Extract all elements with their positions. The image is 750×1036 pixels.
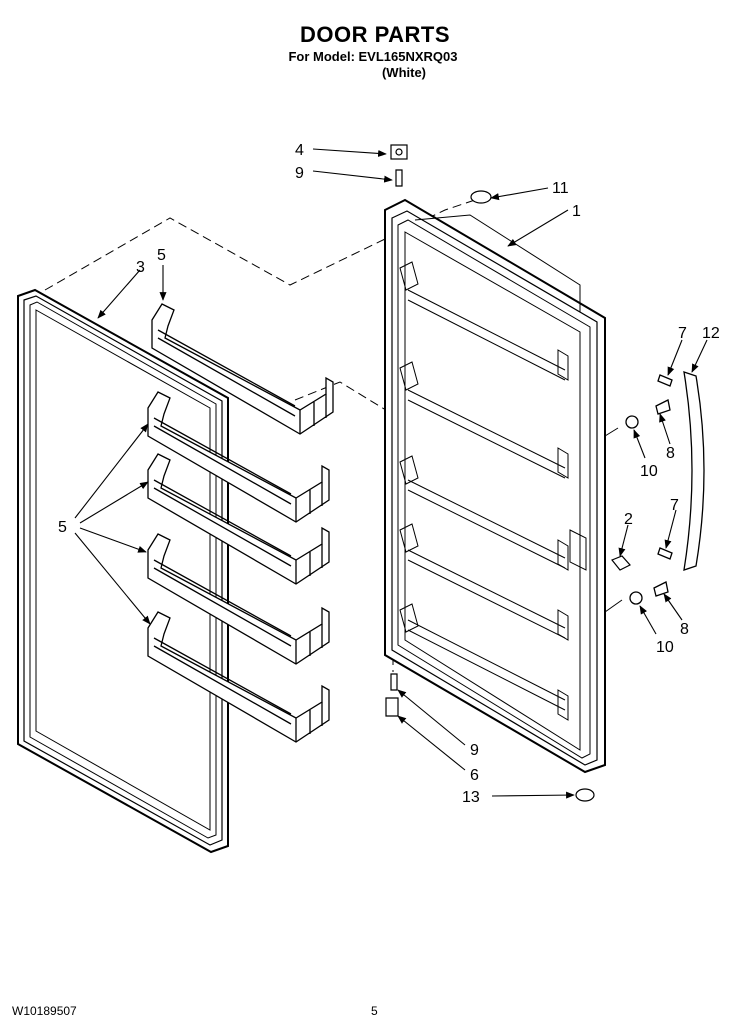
callout-10-bottom: 10 [656, 639, 674, 656]
door-bin [147, 453, 330, 585]
callout-11: 11 [552, 180, 569, 197]
handle-screws-bottom [653, 547, 673, 597]
callout-7-bottom: 7 [670, 497, 679, 514]
callout-5-group: 5 [58, 519, 67, 536]
leveler-part-13 [575, 788, 595, 802]
handle-stop-part-2 [611, 555, 631, 571]
handle-screws-top [655, 374, 673, 415]
spacer-top-part-10 [625, 415, 639, 429]
handle-mount-lines [604, 427, 623, 613]
door-handle-part-12 [683, 371, 705, 571]
hinge-bottom-part-6 [385, 697, 399, 717]
door-bins [147, 303, 334, 743]
door-bin [147, 533, 330, 665]
callout-5-top: 5 [157, 247, 166, 264]
callout-7-top: 7 [678, 325, 687, 342]
plug-part-11 [470, 190, 492, 204]
callout-9-bottom: 9 [470, 742, 479, 759]
callout-1: 1 [572, 203, 581, 220]
page-number: 5 [371, 1004, 378, 1018]
callout-3: 3 [136, 259, 145, 276]
leader-lines [74, 148, 708, 799]
callout-6: 6 [470, 767, 479, 784]
page-title: DOOR PARTS [299, 22, 451, 47]
callout-10-top: 10 [640, 463, 658, 480]
callout-12: 12 [702, 325, 720, 342]
hinge-pin-top-part-9 [395, 169, 403, 187]
callout-9-top: 9 [295, 165, 304, 182]
document-number: W10189507 [12, 1004, 77, 1018]
small-parts [385, 144, 631, 802]
callout-13: 13 [462, 789, 480, 806]
callout-labels: 4 9 11 1 3 5 5 7 12 8 10 2 7 8 10 9 6 13 [58, 142, 720, 806]
color-variant: (White) [381, 65, 427, 80]
door-assembly [384, 198, 606, 774]
door-bin [151, 303, 334, 435]
hinge-pin-bottom-part-9 [390, 673, 398, 691]
door-bin [147, 611, 330, 743]
handle-assembly [625, 371, 705, 605]
door-bin [147, 391, 330, 523]
callout-4: 4 [295, 142, 304, 159]
model-line: For Model: EVL165NXRQ03 [288, 49, 458, 64]
spacer-bottom-part-10 [629, 591, 643, 605]
callout-2: 2 [624, 511, 633, 528]
callout-8-bottom: 8 [680, 621, 689, 638]
door-gasket [17, 288, 229, 854]
callout-8-top: 8 [666, 445, 675, 462]
hinge-top-hole [395, 148, 403, 156]
